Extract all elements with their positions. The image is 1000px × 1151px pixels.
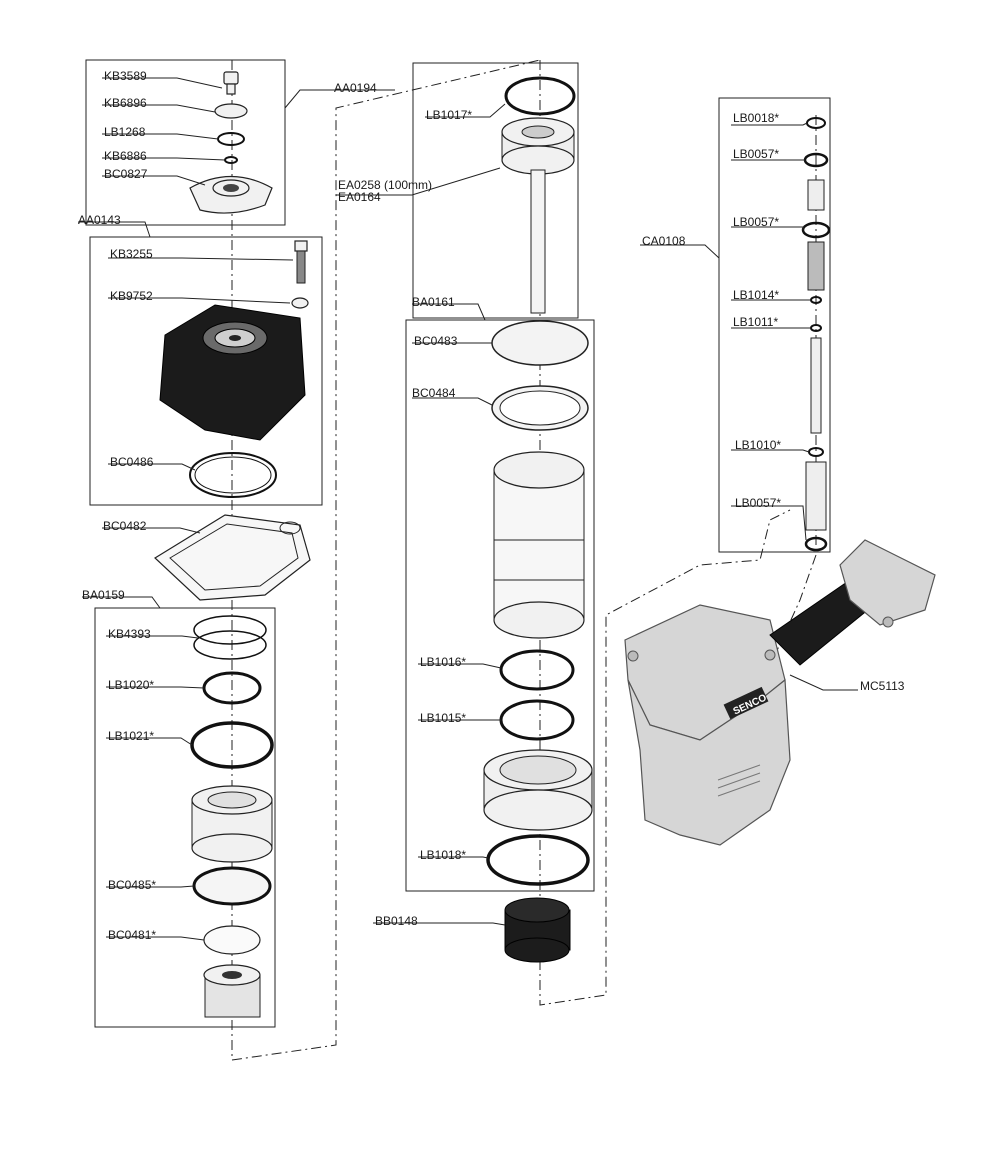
bc0485-ring <box>192 866 272 906</box>
label-lb1011: LB1011* <box>733 315 778 329</box>
kb9752-washer <box>291 297 309 309</box>
label-lb1268: LB1268 <box>104 125 146 139</box>
label-lb1015: LB1015* <box>420 711 466 725</box>
bb0148-cap <box>504 897 571 963</box>
label-bc0481: BC0481* <box>108 928 156 942</box>
frame-ba0161 <box>405 319 595 892</box>
ba0159-piston <box>191 785 273 863</box>
label-bc0482: BC0482 <box>103 519 147 533</box>
ca0108-spring <box>807 241 825 291</box>
label-kb6896: KB6896 <box>104 96 147 110</box>
bc0827-cap <box>189 175 273 214</box>
kb4393-spring <box>193 615 267 660</box>
bc0483-ring <box>491 320 589 366</box>
label-lb0018: LB0018* <box>733 111 779 125</box>
label-ca0108: CA0108 <box>642 234 686 248</box>
kb6886-ring <box>224 156 238 164</box>
label-lb1017: LB1017* <box>426 108 472 122</box>
label-ba0159: BA0159 <box>82 588 125 602</box>
label-bc0486: BC0486 <box>110 455 154 469</box>
label-ea0258: EA0258 (100mm) <box>338 178 432 192</box>
frame-aa0143 <box>89 236 323 506</box>
ba0161-base <box>483 749 593 831</box>
bc0484-bumper <box>491 385 589 431</box>
ba0159-valve <box>203 964 261 1018</box>
label-lb0057-b: LB0057* <box>733 215 779 229</box>
label-ea0164: EA0164 <box>338 190 381 204</box>
label-aa0194: AA0194 <box>334 81 377 95</box>
label-lb1021: LB1021* <box>108 729 154 743</box>
lb1015-oring <box>499 699 575 741</box>
label-lb1010: LB1010* <box>735 438 781 452</box>
label-lb1016: LB1016* <box>420 655 466 669</box>
bc0482-gasket <box>154 514 311 601</box>
label-kb3589: KB3589 <box>104 69 147 83</box>
ca0108-stem <box>810 337 822 434</box>
label-bc0484: BC0484 <box>412 386 456 400</box>
label-lb0057-c: LB0057* <box>735 496 781 510</box>
kb6896-washer <box>214 103 248 119</box>
label-bc0483: BC0483 <box>414 334 458 348</box>
lb1017-oring <box>504 76 576 116</box>
bc0486-seal <box>189 452 277 498</box>
bc0481-ring <box>203 925 261 955</box>
label-mc5113: MC5113 <box>860 679 905 693</box>
frame-ba0159 <box>94 607 276 1028</box>
ea0258-driver <box>501 117 575 314</box>
frame-ea-driver <box>412 62 579 319</box>
label-bb0148: BB0148 <box>375 914 418 928</box>
label-bc0827: BC0827 <box>104 167 148 181</box>
lb1016-oring <box>499 649 575 691</box>
label-lb0057-a: LB0057* <box>733 147 779 161</box>
lb0057-oring-c <box>804 536 828 552</box>
ca0108-valve-top <box>807 179 825 211</box>
ca0108-sleeve <box>805 461 827 531</box>
assembly-path-left <box>231 59 541 1061</box>
lb1011-oring <box>810 324 822 332</box>
cylinder-sleeve <box>493 451 585 639</box>
label-lb1014: LB1014* <box>733 288 779 302</box>
assembly-path-right <box>774 115 817 656</box>
label-lb1020: LB1020* <box>108 678 154 692</box>
mc5113-body: SENCO <box>624 539 936 846</box>
label-kb9752: KB9752 <box>110 289 153 303</box>
label-aa0143: AA0143 <box>78 213 121 227</box>
lb1268-ring <box>217 132 245 146</box>
label-lb1018: LB1018* <box>420 848 466 862</box>
lb1018-oring <box>486 834 590 886</box>
label-kb6886: KB6886 <box>104 149 147 163</box>
label-ba0161: BA0161 <box>412 295 455 309</box>
label-kb3255: KB3255 <box>110 247 153 261</box>
cylinder-cap <box>159 304 306 441</box>
frame-aa0194 <box>85 59 286 226</box>
label-kb4393: KB4393 <box>108 627 151 641</box>
kb3255-screw <box>294 240 308 284</box>
frame-ca0108 <box>718 97 831 553</box>
label-bc0485: BC0485* <box>108 878 156 892</box>
leader-lines <box>78 77 858 941</box>
assembly-path-center <box>539 60 791 1006</box>
kb3589-screw <box>223 71 239 95</box>
